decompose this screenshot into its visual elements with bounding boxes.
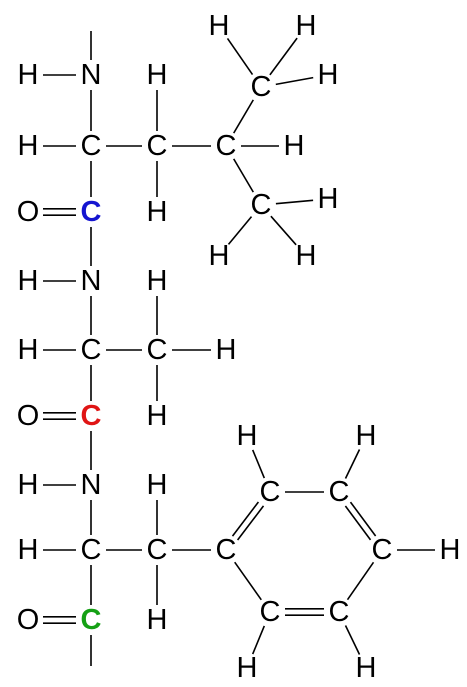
hydrogen-atom: H xyxy=(284,130,305,162)
hydrogen-atom: H xyxy=(318,183,339,215)
nitrogen-atom: N xyxy=(81,59,102,91)
carbon-atom: C xyxy=(329,596,350,628)
single-bond xyxy=(234,561,262,601)
single-bond xyxy=(275,199,314,205)
hydrogen-atom: H xyxy=(18,334,39,366)
single-bond xyxy=(233,99,254,134)
hydrogen-atom: H xyxy=(147,59,168,91)
carbon-atom: C xyxy=(216,534,237,566)
bond-layer xyxy=(43,31,435,666)
carbon-atom: C xyxy=(260,476,281,508)
oxygen-atom: O xyxy=(17,604,40,636)
carbon-atom: C xyxy=(251,189,272,221)
hydrogen-atom: H xyxy=(216,334,237,366)
single-bond xyxy=(251,449,266,479)
hydrogen-atom: H xyxy=(296,240,317,272)
hydrogen-atom: H xyxy=(147,400,168,432)
hydrogen-atom: H xyxy=(18,265,39,297)
carbon-atom: C xyxy=(329,476,350,508)
double-bond-line xyxy=(344,505,372,541)
hydrogen-atom: H xyxy=(318,59,339,91)
hydrogen-atom: H xyxy=(296,10,317,42)
nitrogen-atom: N xyxy=(81,469,102,501)
hydrogen-atom: H xyxy=(18,469,39,501)
double-bond-line xyxy=(236,505,265,541)
single-bond xyxy=(251,625,266,655)
hydrogen-atom: H xyxy=(356,652,377,684)
single-bond xyxy=(269,37,298,76)
carbon-atom: C xyxy=(372,534,393,566)
hydrogen-atom: H xyxy=(147,265,168,297)
hydrogen-atom: H xyxy=(237,652,258,684)
carbonyl-carbon-highlight-2: C xyxy=(81,400,102,432)
carbonyl-carbon-highlight-3: C xyxy=(81,604,102,636)
hydrogen-atom: H xyxy=(147,604,168,636)
carbon-atom: C xyxy=(81,130,102,162)
single-bond xyxy=(226,37,254,76)
single-bond xyxy=(344,625,361,655)
hydrogen-atom: H xyxy=(237,420,258,452)
carbon-atom: C xyxy=(251,71,272,103)
carbon-atom: C xyxy=(147,534,168,566)
carbon-atom: C xyxy=(81,334,102,366)
oxygen-atom: O xyxy=(17,400,40,432)
hydrogen-atom: H xyxy=(18,534,39,566)
double-bond-line xyxy=(349,501,377,537)
hydrogen-atom: H xyxy=(18,59,39,91)
carbon-atom: C xyxy=(147,130,168,162)
hydrogen-atom: H xyxy=(209,10,230,42)
hydrogen-atom: H xyxy=(209,240,230,272)
hydrogen-atom: H xyxy=(440,534,461,566)
single-bond xyxy=(227,216,253,245)
oxygen-atom: O xyxy=(17,196,40,228)
single-bond xyxy=(270,215,297,246)
hydrogen-atom: H xyxy=(18,130,39,162)
hydrogen-atom: H xyxy=(147,469,168,501)
single-bond xyxy=(346,561,375,601)
carbon-atom: C xyxy=(147,334,168,366)
carbon-atom: C xyxy=(260,596,281,628)
carbon-atom: C xyxy=(81,534,102,566)
double-bond-line xyxy=(231,501,260,537)
single-bond xyxy=(233,158,254,193)
hydrogen-atom: H xyxy=(147,196,168,228)
single-bond xyxy=(275,76,314,86)
carbon-atom: C xyxy=(216,130,237,162)
carbonyl-carbon-highlight-1: C xyxy=(81,196,102,228)
single-bond xyxy=(344,449,361,479)
nitrogen-atom: N xyxy=(81,265,102,297)
hydrogen-atom: H xyxy=(356,420,377,452)
